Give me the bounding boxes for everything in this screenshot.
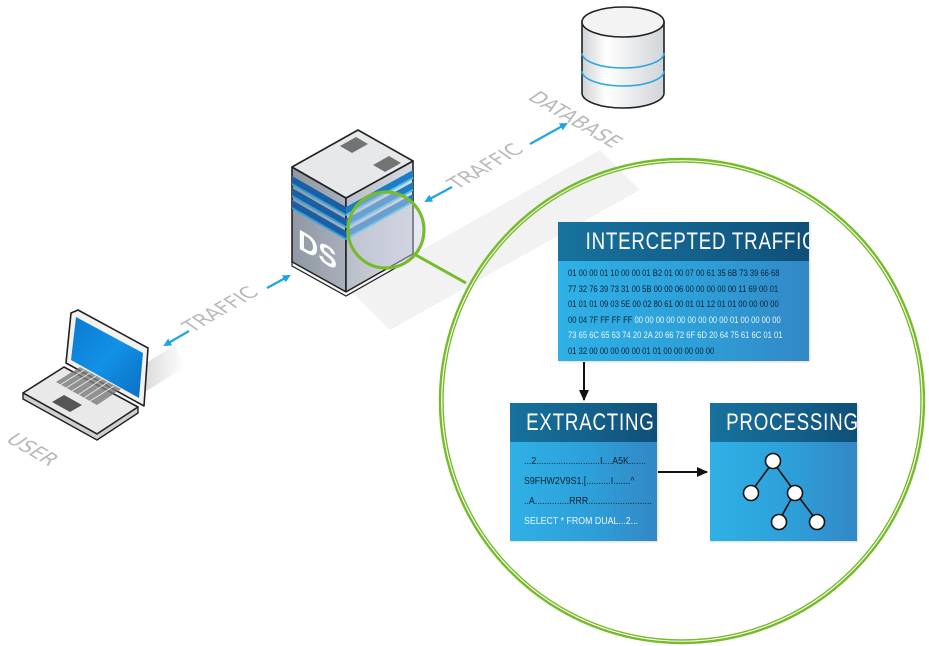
hex-line: 01 00 00 01 10 00 00 01 B2 01 00 07 00 6…	[568, 268, 780, 278]
extracted-line: S9FHW2V9S1.[..........I.......^	[524, 475, 635, 487]
magnifier-connector	[413, 252, 467, 285]
intercepted-traffic-panel: INTERCEPTED TRAFFIC 01 00 00 01 10 00 00…	[558, 222, 809, 361]
laptop-icon	[22, 309, 185, 441]
extracted-strings: ...2..........................I....A5K..…	[524, 451, 652, 531]
hex-dump: 01 00 00 01 10 00 00 01 B2 01 00 07 00 6…	[568, 266, 783, 360]
extracting-title: EXTRACTING	[526, 409, 655, 436]
intercepted-traffic-title: INTERCEPTED TRAFFIC	[585, 228, 809, 255]
hex-line: 77 32 76 39 73 31 00 5B 00 00 06 00 00 0…	[568, 283, 779, 294]
traffic-arrow-user-server	[163, 275, 291, 347]
database-icon	[581, 6, 665, 109]
processing-header: PROCESSING	[710, 403, 857, 442]
hex-line: 01 32 00 00 00 00 00 01 01 00 00 00 00 0…	[568, 345, 715, 356]
tree-node	[764, 452, 782, 470]
hex-line: 01 01 01 09 03 5E 00 02 80 61 00 01 01 1…	[568, 299, 779, 310]
tree-graph-icon	[742, 452, 826, 531]
traffic-arrow-server-database	[424, 123, 568, 202]
tree-node	[742, 484, 760, 502]
hex-line: 00 04 7F FF FF FF 00 00 00 00 00 00 00 0…	[568, 314, 781, 325]
zoom-callout-circle	[438, 157, 926, 645]
tree-node	[808, 513, 826, 531]
intercepted-traffic-header: INTERCEPTED TRAFFIC	[558, 222, 809, 261]
extracting-panel: EXTRACTING ...2.........................…	[510, 403, 657, 541]
magnifier-lens	[346, 190, 426, 270]
hex-line: 73 65 6C 65 63 74 20 2A 20 66 72 6F 6D 2…	[568, 330, 783, 341]
tree-node	[786, 484, 804, 502]
processing-title: PROCESSING	[726, 409, 857, 436]
processing-panel: PROCESSING	[710, 403, 857, 541]
extracting-header: EXTRACTING	[510, 403, 657, 442]
server-icon: DS	[291, 129, 640, 330]
extracted-line: ...2..........................I....A5K..…	[524, 455, 647, 467]
tree-node	[770, 513, 788, 531]
extracted-line: ..A..............RRR....................…	[524, 495, 652, 507]
extracted-sql-line: SELECT * FROM DUAL...2...	[524, 515, 639, 527]
